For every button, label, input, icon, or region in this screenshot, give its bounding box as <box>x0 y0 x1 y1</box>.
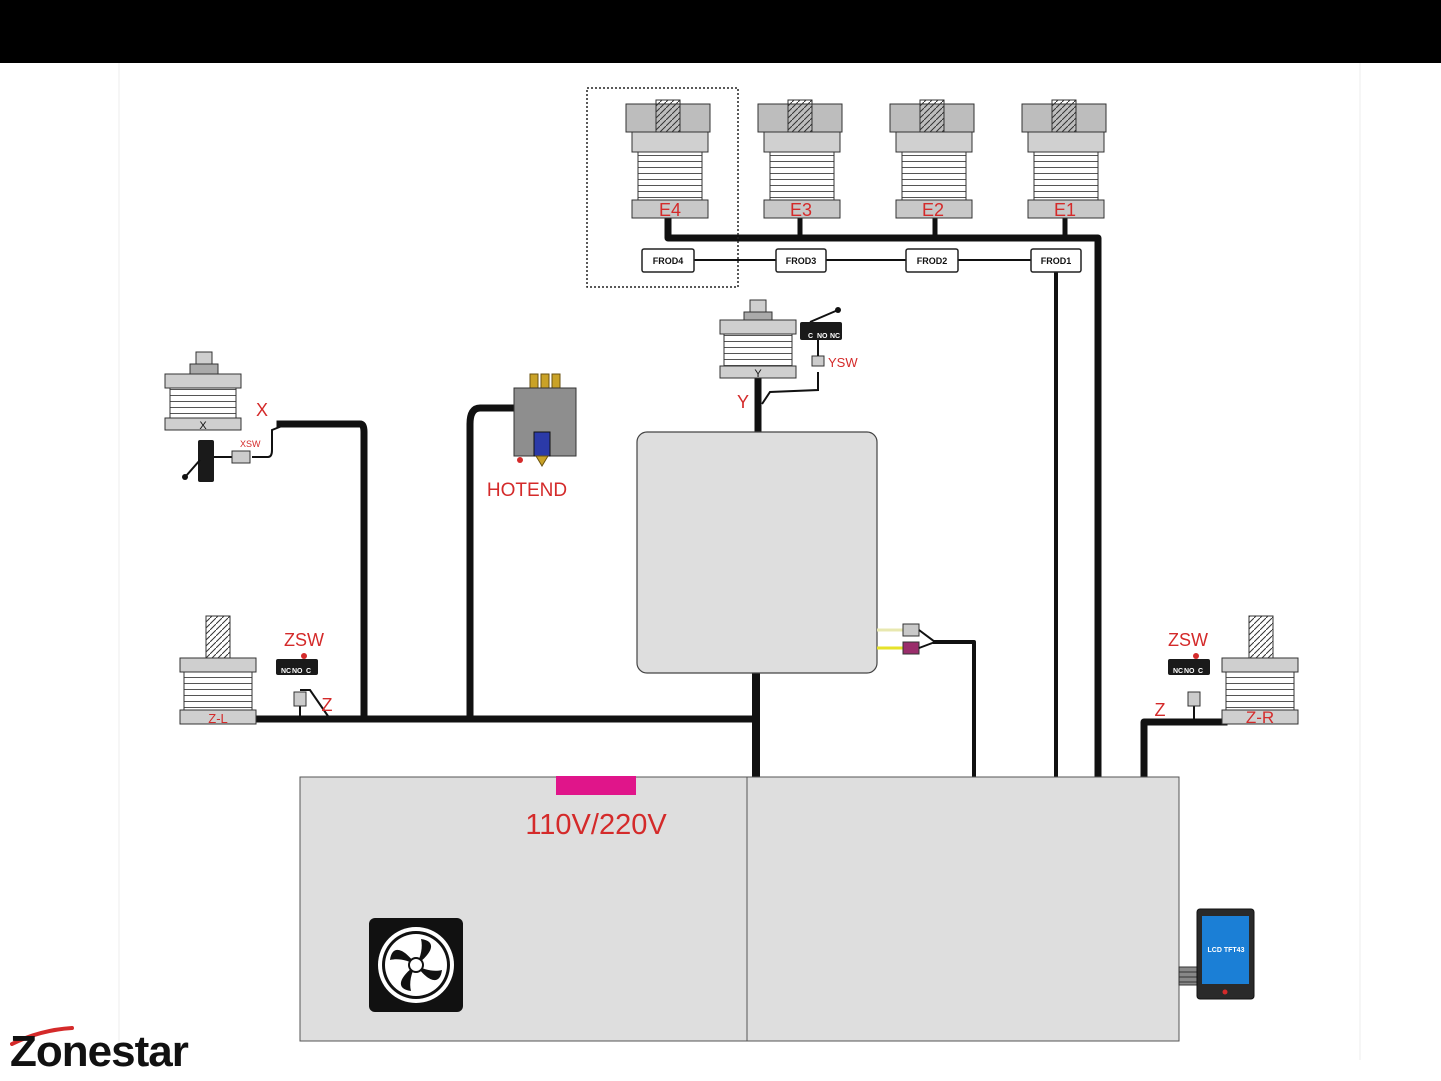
power-voltage-label: 110V/220V <box>525 809 667 841</box>
zr-motor-label: Z-R <box>1246 708 1274 727</box>
filament-sensor-frod2: FROD2 <box>906 249 958 272</box>
zsw-right-label: ZSW <box>1168 630 1208 650</box>
x-cable-label: X <box>256 400 268 420</box>
zsw-left-pin-no: NO <box>292 668 303 675</box>
extruder-label-e1: E1 <box>1054 200 1076 220</box>
extruder-label-e3: E3 <box>790 200 812 220</box>
z-left-cable-label: Z <box>322 695 333 715</box>
z-left-motor: Z-L <box>180 616 256 726</box>
frod3-label: FROD3 <box>786 256 817 266</box>
heatbed <box>637 432 877 673</box>
zsw-right-pin-no: NO <box>1184 668 1195 675</box>
zsw-left-pin-c: C <box>306 668 311 675</box>
ysw-pin-no: NO <box>817 333 828 340</box>
hotend-assembly <box>514 374 576 466</box>
frod2-label: FROD2 <box>917 256 948 266</box>
filament-sensor-frod1: FROD1 <box>1031 249 1081 272</box>
extruder-motor-e4: E4 <box>626 100 710 220</box>
x-motor: X <box>165 352 241 432</box>
extruder-motor-e2: E2 <box>890 100 974 220</box>
xsw-label: XSW <box>240 439 261 449</box>
zsw-right-pin-c: C <box>1198 668 1203 675</box>
lcd-label: LCD TFT43 <box>1208 947 1245 954</box>
mainboard-enclosure <box>747 777 1179 1041</box>
z-right-motor: Z-R <box>1222 616 1298 727</box>
bed-connectors <box>877 624 935 654</box>
extruder-motor-e1: E1 <box>1022 100 1106 220</box>
ysw-pin-c: C <box>808 333 813 340</box>
zsw-right-pin-nc: NC <box>1173 668 1183 675</box>
z-left-endstop-switch: NC NO C <box>276 653 318 706</box>
y-motor-label: Y <box>754 368 762 380</box>
frod1-label: FROD1 <box>1041 256 1072 266</box>
lcd-display: LCD TFT43 <box>1179 909 1254 999</box>
frod4-label: FROD4 <box>653 256 684 266</box>
extruder-label-e4: E4 <box>659 200 681 220</box>
zl-motor-label: Z-L <box>208 711 228 726</box>
power-switch <box>556 776 636 795</box>
x-motor-label: X <box>199 420 207 432</box>
zsw-left-label: ZSW <box>284 630 324 650</box>
power-supply-unit <box>300 777 747 1041</box>
fan-icon <box>369 918 463 1012</box>
y-cable-label: Y <box>737 392 749 412</box>
extruder-motor-e3: E3 <box>758 100 842 220</box>
filament-sensor-frod3: FROD3 <box>776 249 826 272</box>
zsw-left-pin-nc: NC <box>281 668 291 675</box>
y-motor: Y <box>720 300 796 380</box>
extruder-label-e2: E2 <box>922 200 944 220</box>
filament-sensor-frod4: FROD4 <box>642 249 694 272</box>
ysw-pin-nc: NC <box>830 333 840 340</box>
brand-logo: Zonestar <box>10 1028 188 1076</box>
ysw-label: YSW <box>828 355 858 370</box>
hotend-label: HOTEND <box>487 480 567 501</box>
z-right-endstop-switch: NC NO C <box>1168 653 1210 706</box>
z-right-cable-label: Z <box>1155 700 1166 720</box>
